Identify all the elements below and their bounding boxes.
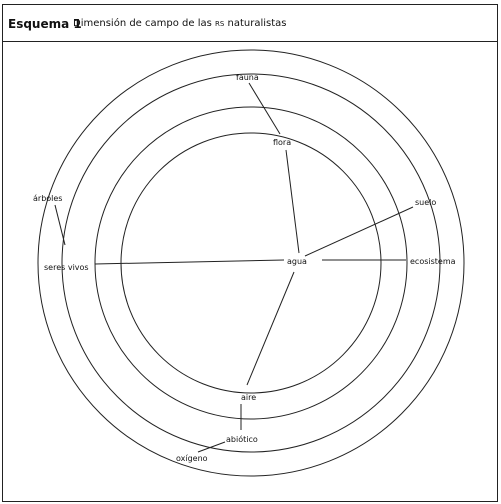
- label-seres-vivos: seres vivos: [44, 263, 89, 272]
- label-abiotico: abiótico: [226, 434, 258, 444]
- suelo-agua-line: [304, 206, 414, 257]
- scheme-number: Esquema 1: [8, 17, 82, 31]
- title-rs: RS: [215, 20, 225, 28]
- label-ecosistema: ecosistema: [410, 257, 456, 266]
- title-prefix: Dimensión de campo de las: [73, 18, 212, 29]
- diagram-header: Esquema 1 Dimensión de campo de las RS n…: [2, 4, 498, 42]
- label-suelo: suelo: [415, 198, 436, 207]
- label-flora: flora: [273, 138, 291, 147]
- agua-aire-line: [246, 271, 295, 386]
- scheme-title: Dimensión de campo de las RS naturalista…: [73, 18, 287, 29]
- second-ring: [94, 106, 408, 420]
- label-oxigeno: oxígeno: [176, 454, 208, 463]
- label-fauna: fauna: [236, 73, 259, 82]
- fauna-flora-line: [248, 82, 281, 135]
- title-suffix: naturalistas: [227, 18, 287, 29]
- seres-vivos-agua-line: [94, 259, 285, 265]
- arboles-seres-vivos-line: [54, 204, 66, 246]
- flora-agua-line: [285, 149, 300, 254]
- label-arboles: árboles: [33, 194, 62, 203]
- third-ring: [61, 73, 441, 453]
- label-aire: aire: [241, 393, 256, 402]
- outer-ring: [37, 49, 465, 477]
- label-agua: agua: [287, 257, 307, 266]
- abiotico-oxigeno-line: [197, 441, 226, 453]
